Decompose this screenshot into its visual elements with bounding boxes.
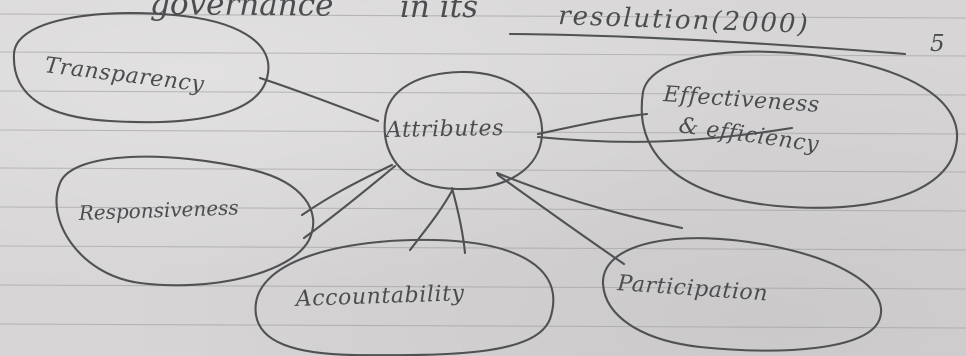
header-fragment-in-its: in its (400, 0, 478, 25)
header-fragment-governance: governance (150, 0, 334, 24)
responsiveness-node-outline (55, 155, 315, 287)
transparency-node-label: Transparency (43, 53, 205, 97)
attributes-node-label: Attributes (384, 116, 505, 143)
connector-responsiveness-upper (300, 163, 394, 217)
connector-accountability-right (450, 186, 467, 255)
resolution-underline (508, 32, 907, 56)
responsiveness-node-label: Responsiveness (77, 195, 239, 225)
connector-transparency (258, 76, 380, 123)
resolution-text: resolution(2000) (558, 1, 810, 40)
connector-participation-upper (495, 171, 684, 230)
effectiveness-node-label-line-2: & efficiency (677, 113, 821, 157)
transparency-node-outline (12, 12, 270, 124)
accountability-node-label: Accountability (293, 281, 465, 312)
participation-node-label: Participation (616, 271, 769, 307)
participation-node: Participation (601, 237, 883, 352)
connector-effectiveness-lower (536, 126, 794, 143)
header-suffix: 5 (930, 31, 945, 57)
responsiveness-node: Responsiveness (55, 155, 315, 287)
connector-responsiveness-lower (302, 164, 397, 240)
connector-effectiveness-upper (536, 112, 649, 136)
connector-lines (258, 76, 794, 266)
connector-accountability-left (408, 187, 455, 252)
accountability-node-outline (254, 238, 555, 356)
participation-node-outline (601, 237, 883, 352)
effectiveness-node-label-line-1: Effectiveness (662, 82, 821, 118)
header-fragment: governance in its resolution(2000) 5 (150, 0, 945, 57)
transparency-node: Transparency (12, 12, 270, 124)
effectiveness-node: Effectiveness & efficiency (640, 50, 959, 209)
effectiveness-node-outline (640, 50, 959, 209)
connector-participation-lower (496, 173, 626, 266)
accountability-node: Accountability (254, 238, 555, 356)
attributes-node: Attributes (383, 70, 544, 191)
attributes-node-outline (383, 70, 544, 191)
